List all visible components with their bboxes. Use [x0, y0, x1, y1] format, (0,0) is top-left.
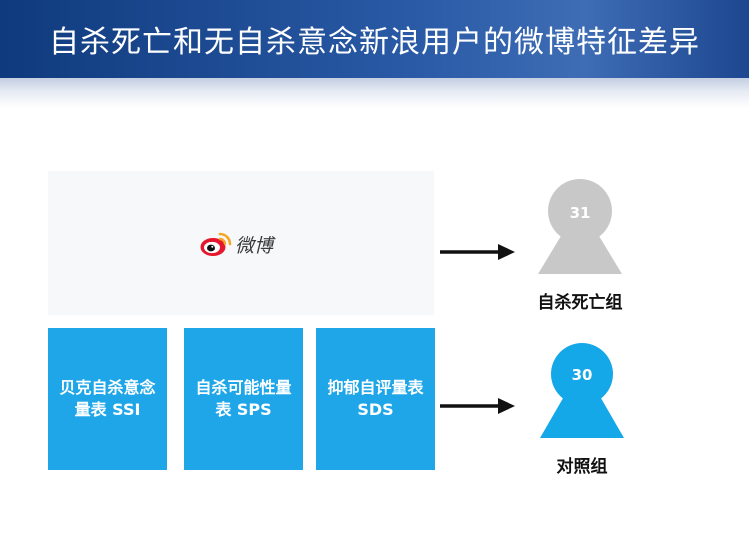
sds-scale-box: 抑郁自评量表 SDS: [316, 328, 435, 470]
sina-weibo-logo-icon: [200, 232, 232, 256]
header-divider: [0, 78, 749, 108]
slide-header: 自杀死亡和无自杀意念新浪用户的微博特征差异: [0, 0, 749, 78]
ssi-scale-label: 贝克自杀意念 量表 SSI: [59, 378, 156, 419]
weibo-panel: 微博: [48, 171, 434, 315]
sps-scale-box: 自杀可能性量 表 SPS: [184, 328, 303, 470]
control-group-label: 对照组: [556, 457, 608, 477]
control-group-count: 30: [571, 366, 593, 384]
sds-scale-label: 抑郁自评量表 SDS: [327, 378, 424, 419]
right-arrow-icon: [440, 398, 515, 414]
right-arrow-icon: [440, 244, 515, 260]
weibo-logo: 微博: [199, 230, 273, 258]
person-icon-suicide-group: [538, 179, 622, 274]
suicide-group-label: 自杀死亡组: [537, 293, 623, 313]
suicide-group-count: 31: [569, 204, 591, 222]
slide-title: 自杀死亡和无自杀意念新浪用户的微博特征差异: [49, 25, 700, 60]
person-icon-control-group: [540, 343, 624, 438]
ssi-scale-box: 贝克自杀意念 量表 SSI: [48, 328, 167, 470]
weibo-logo-text: 微博: [234, 234, 273, 257]
sps-scale-label: 自杀可能性量 表 SPS: [195, 378, 292, 419]
